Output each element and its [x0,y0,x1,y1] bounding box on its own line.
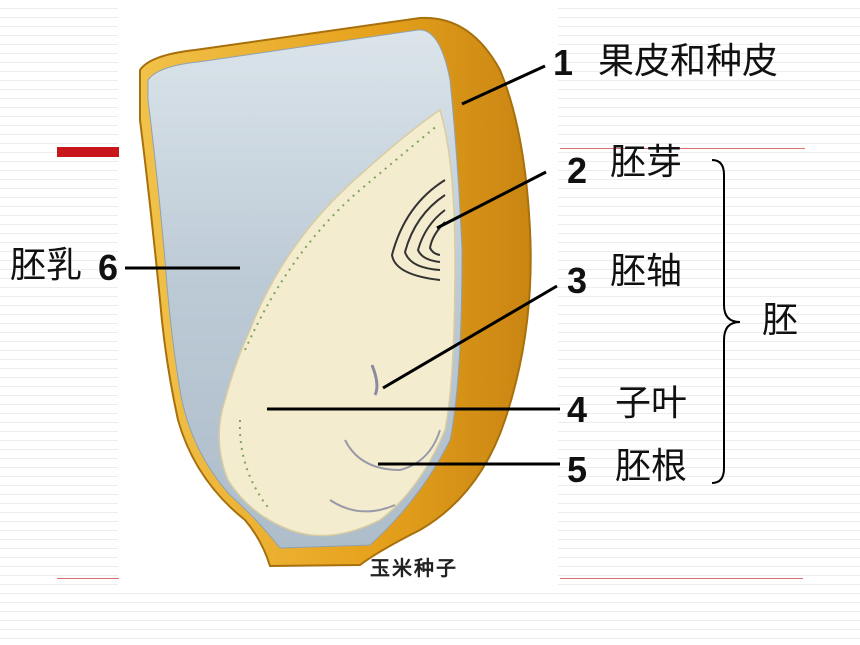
label-2-text: 胚芽 [610,142,683,183]
label-5-number: 5 [567,449,588,490]
scutellum-boundary [244,124,439,351]
label-1-number: 1 [553,42,574,83]
label-5-text: 胚根 [615,446,688,487]
label-4-text: 子叶 [615,383,688,424]
label-4-number: 4 [567,389,588,430]
leader-line-2 [436,170,547,230]
label-2-number: 2 [567,150,588,191]
divider-top [560,148,805,149]
label-1-text: 果皮和种皮 [598,41,779,82]
leader-line-1 [461,64,546,106]
divider-bottom-right [560,578,803,579]
plumule-shape [390,179,446,281]
radicle-shape [329,429,441,513]
label-6-text: 胚乳 [10,245,83,286]
hypocotyl-mark [370,364,379,396]
embryo-group-label: 胚 [762,300,799,341]
embryo-shape [218,108,456,537]
label-3-text: 胚轴 [610,251,683,292]
leader-line-3 [382,284,558,390]
label-6-number: 6 [98,247,119,288]
figure-caption: 玉米种子 [370,556,458,580]
embryo-brace [711,159,741,484]
divider-bottom-left [57,578,119,579]
label-3-number: 3 [567,260,588,301]
accent-bar [57,147,119,157]
